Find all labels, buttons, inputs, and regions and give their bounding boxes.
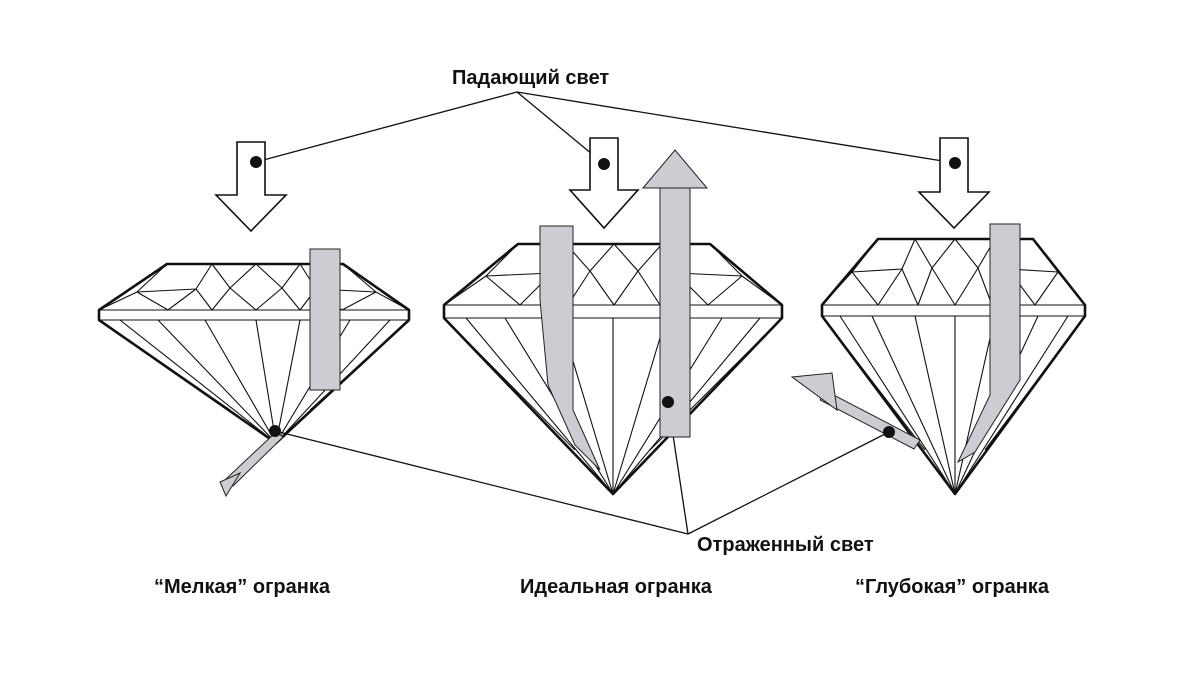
deep-cut-label: “Глубокая” огранка bbox=[855, 576, 1050, 598]
shallow-cut-label: “Мелкая” огранка bbox=[154, 576, 331, 598]
incident-arrows bbox=[214, 137, 991, 233]
ideal-cut-label: Идеальная огранка bbox=[520, 576, 713, 598]
incident-arrow-deep bbox=[917, 137, 991, 230]
incident-arrow-ideal bbox=[568, 137, 640, 230]
reflected-light-label: Отраженный свет bbox=[697, 534, 874, 556]
diamond-shallow bbox=[97, 248, 411, 498]
marker-dots bbox=[250, 156, 961, 438]
incident-light-label: Падающий свет bbox=[452, 67, 609, 89]
incident-arrow-shallow bbox=[214, 141, 288, 233]
reflected-light-leaders bbox=[274, 401, 890, 535]
diamond-deep bbox=[790, 223, 1087, 496]
diamond-ideal bbox=[442, 149, 784, 496]
